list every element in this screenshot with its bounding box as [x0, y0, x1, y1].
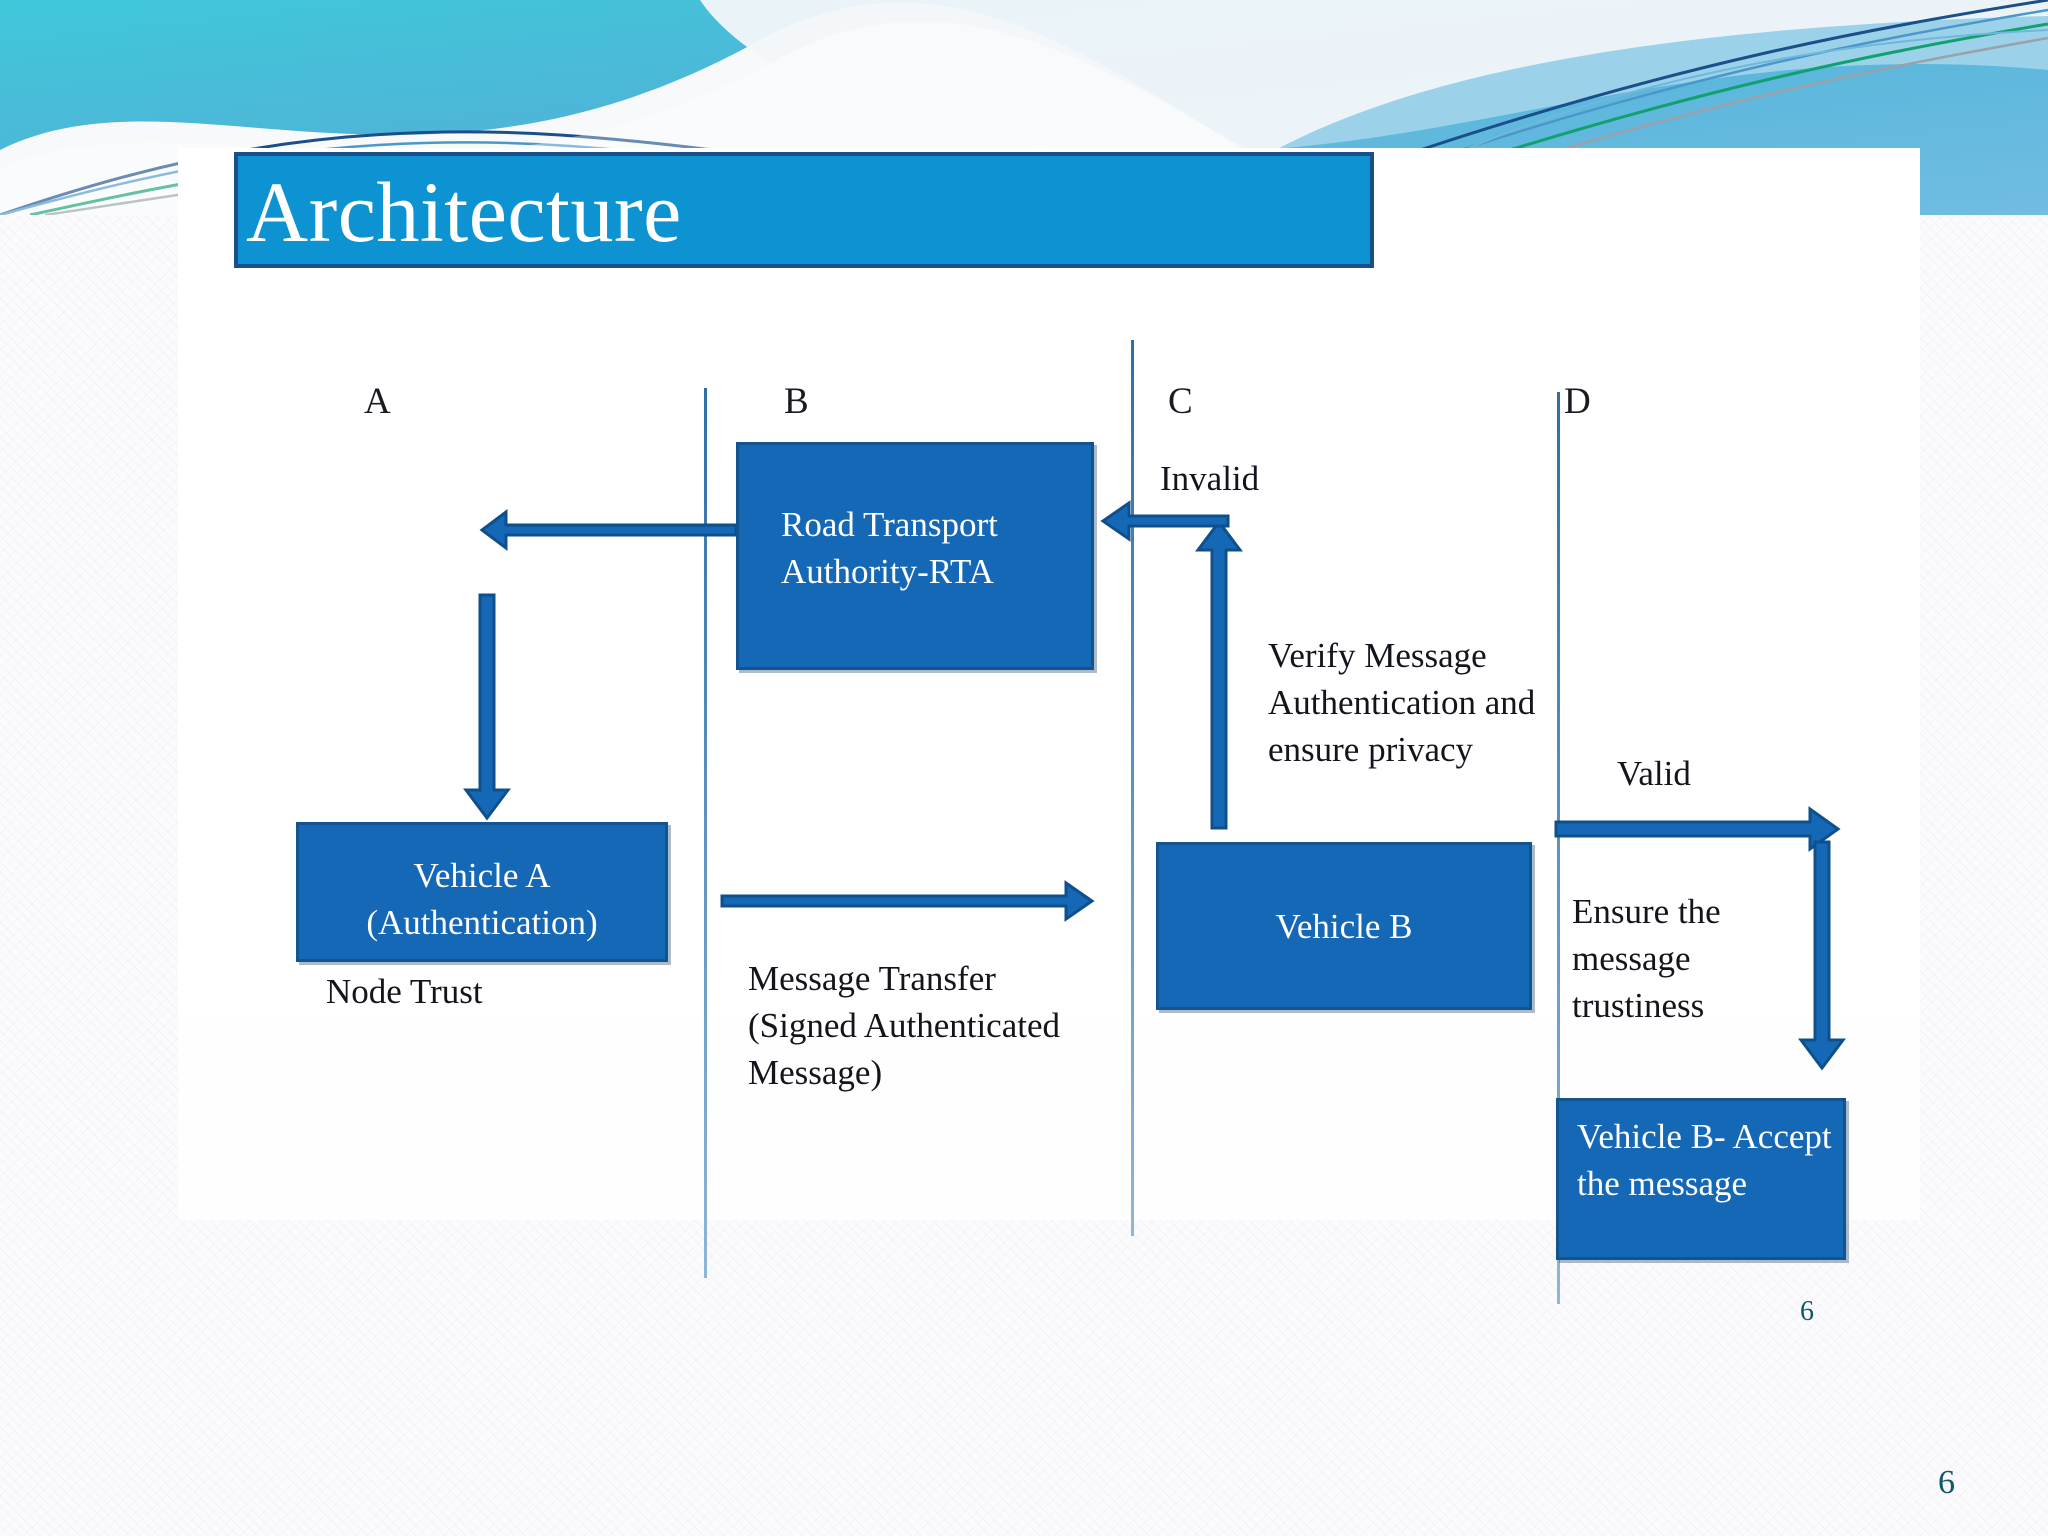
page-title: Architecture — [246, 164, 682, 260]
column-label-b: B — [784, 381, 809, 422]
label-invalid: Invalid — [1160, 459, 1260, 498]
node-box-vehicle-b[interactable]: Vehicle B — [1156, 842, 1532, 1010]
slide-page-number-inner: 6 — [1800, 1296, 1814, 1327]
node-box-vehicle-b-accept[interactable]: Vehicle B- Accept the message — [1556, 1098, 1846, 1260]
slide-title-bar — [234, 152, 1374, 268]
node-box-vehicle-a[interactable]: Vehicle A (Authentication) — [296, 822, 668, 962]
lane-divider-a-b — [704, 388, 707, 1278]
label-verify-message-authentication: Verify Message Authentication and ensure… — [1268, 636, 1536, 769]
column-label-c: C — [1168, 381, 1193, 422]
label-node-trust: Node Trust — [326, 972, 483, 1011]
node-box-rta[interactable]: Road Transport Authority-RTA — [736, 442, 1094, 670]
column-label-a: A — [364, 381, 391, 422]
label-message-transfer: Message Transfer (Signed Authenticated M… — [748, 959, 1061, 1092]
slide-page-number-outer: 6 — [1938, 1464, 1955, 1501]
lane-divider-b-c — [1131, 340, 1134, 1236]
column-label-d: D — [1564, 381, 1591, 422]
label-valid: Valid — [1617, 754, 1691, 793]
label-ensure-message-trustiness: Ensure the message trustiness — [1572, 892, 1721, 1025]
